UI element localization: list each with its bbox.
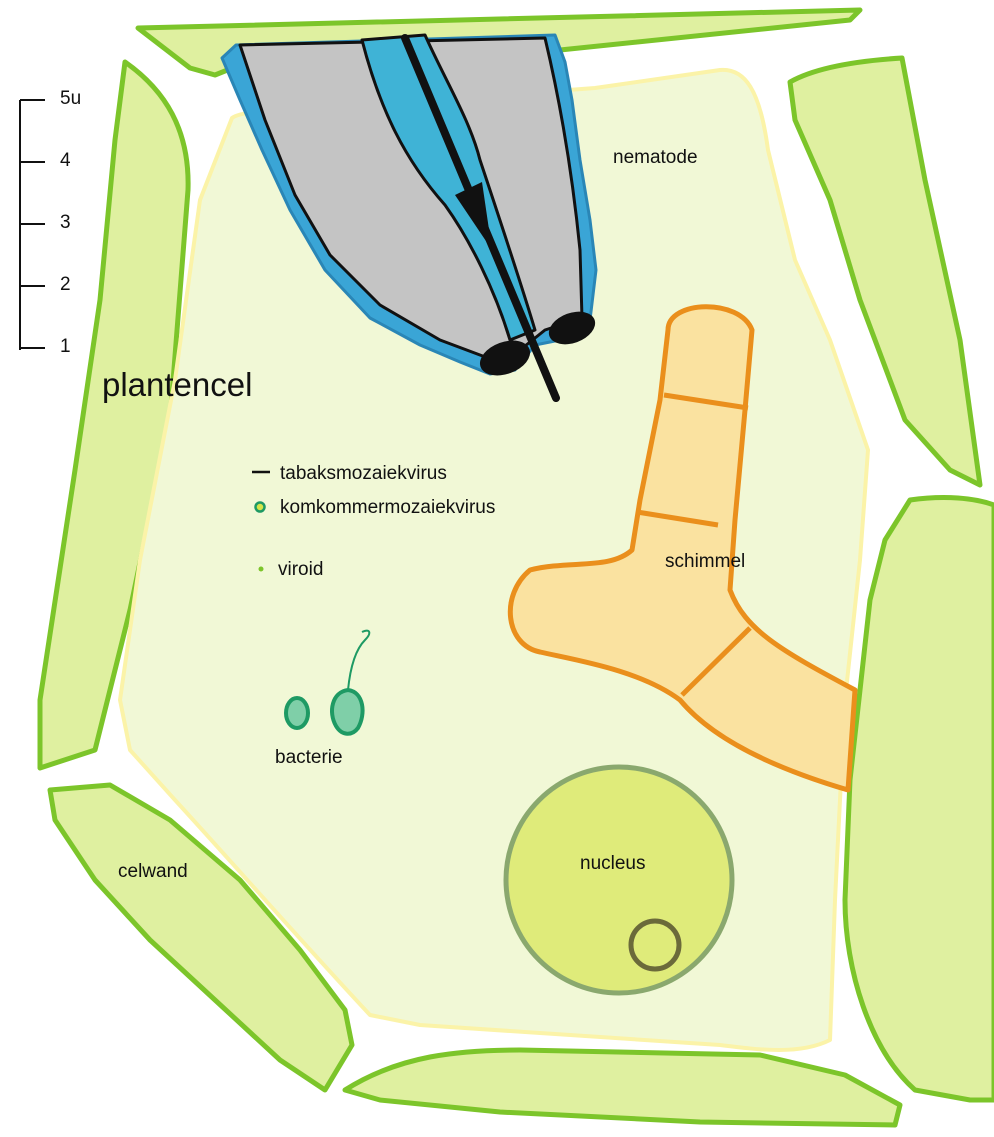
neighbour-cell-bottom	[345, 1050, 900, 1125]
label-nucleus: nucleus	[580, 853, 646, 874]
diagram-title: plantencel	[102, 366, 252, 403]
neighbour-cell-right-bottom	[845, 498, 994, 1100]
nucleolus	[631, 921, 679, 969]
scale-bar: 5u 4 3 2 1	[20, 88, 81, 357]
nucleus-membrane	[506, 767, 732, 993]
scale-label-2: 2	[60, 274, 71, 295]
scale-label-1: 1	[60, 336, 71, 357]
label-bacterie: bacterie	[275, 747, 343, 768]
scale-label-3: 3	[60, 212, 71, 233]
label-celwand: celwand	[118, 861, 188, 882]
legend-label-tabaksmozaiekvirus: tabaksmozaiekvirus	[280, 463, 447, 484]
bacterium-flagellated	[332, 690, 363, 734]
legend-label-viroid: viroid	[278, 559, 323, 580]
legend-label-komkommermozaiekvirus: komkommermozaiekvirus	[280, 497, 495, 518]
label-schimmel: schimmel	[665, 551, 745, 572]
small-dot-marker-icon	[259, 567, 264, 572]
dot-marker-icon	[256, 503, 265, 512]
bacterium-small	[286, 698, 308, 728]
scale-label-4: 4	[60, 150, 71, 171]
scale-label-5: 5u	[60, 88, 81, 109]
nucleus	[506, 767, 732, 993]
label-nematode: nematode	[613, 147, 698, 168]
